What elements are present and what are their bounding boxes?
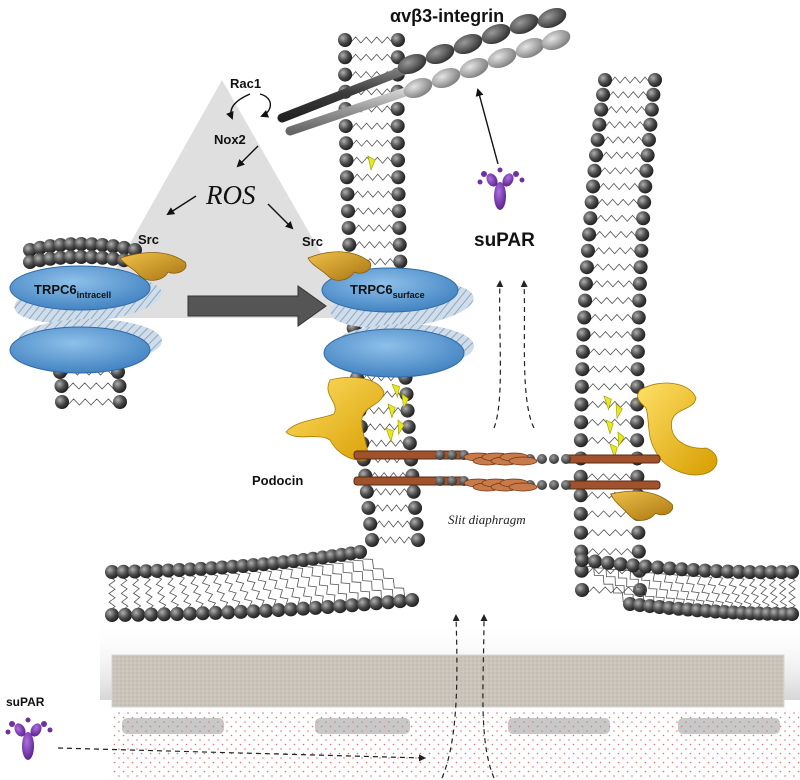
integrin-molecule [277, 7, 571, 136]
podocin-icon [285, 376, 385, 461]
slit-diaphragm-label: Slit diaphragm [448, 512, 526, 527]
src-left-label: Src [138, 232, 159, 247]
capillary-lumen [112, 712, 800, 780]
integrin-label: αvβ3-integrin [390, 6, 504, 26]
trpc6-intracell-main: TRPC6 [34, 282, 77, 297]
basement-membrane [100, 620, 800, 708]
translocation-arrow [187, 285, 327, 327]
trpc6-surface-label: TRPC6surface [350, 282, 425, 300]
supar-molecule-icon [5, 717, 53, 760]
podocin-label: Podocin [252, 473, 303, 488]
nox2-label: Nox2 [214, 132, 246, 147]
src-kinase-icon [610, 490, 674, 521]
slit-diaphragm [353, 450, 661, 492]
bottom-right-membrane [575, 553, 799, 621]
signalling-arrows [166, 88, 499, 230]
rac1-label: Rac1 [230, 76, 261, 91]
filtration-flow-arrows [57, 280, 535, 779]
src-kinase-icon [119, 252, 187, 281]
trpc6-intracell-sub: intracell [77, 290, 112, 300]
supar-top-label: suPAR [474, 230, 535, 251]
trpc6-surface-main: TRPC6 [350, 282, 393, 297]
podocin-icon [637, 382, 718, 476]
trpc6-intracellular-channel [9, 265, 162, 374]
src-right-label: Src [302, 234, 323, 249]
ros-label: ROS [205, 180, 256, 210]
vesicle-top-membrane [23, 237, 142, 269]
integrin-beads [397, 7, 571, 99]
trpc6-surface-channel [321, 267, 474, 378]
right-foot-membrane [573, 73, 662, 597]
trpc6-intracell-label: TRPC6intracell [34, 282, 111, 300]
ros-spark-icon [367, 155, 625, 459]
trpc6-surface-sub: surface [393, 290, 425, 300]
src-kinase-icon [307, 251, 372, 281]
supar-bottom-label: suPAR [6, 695, 45, 709]
bottom-left-membrane [105, 545, 419, 622]
supar-molecule-icon [477, 167, 525, 210]
